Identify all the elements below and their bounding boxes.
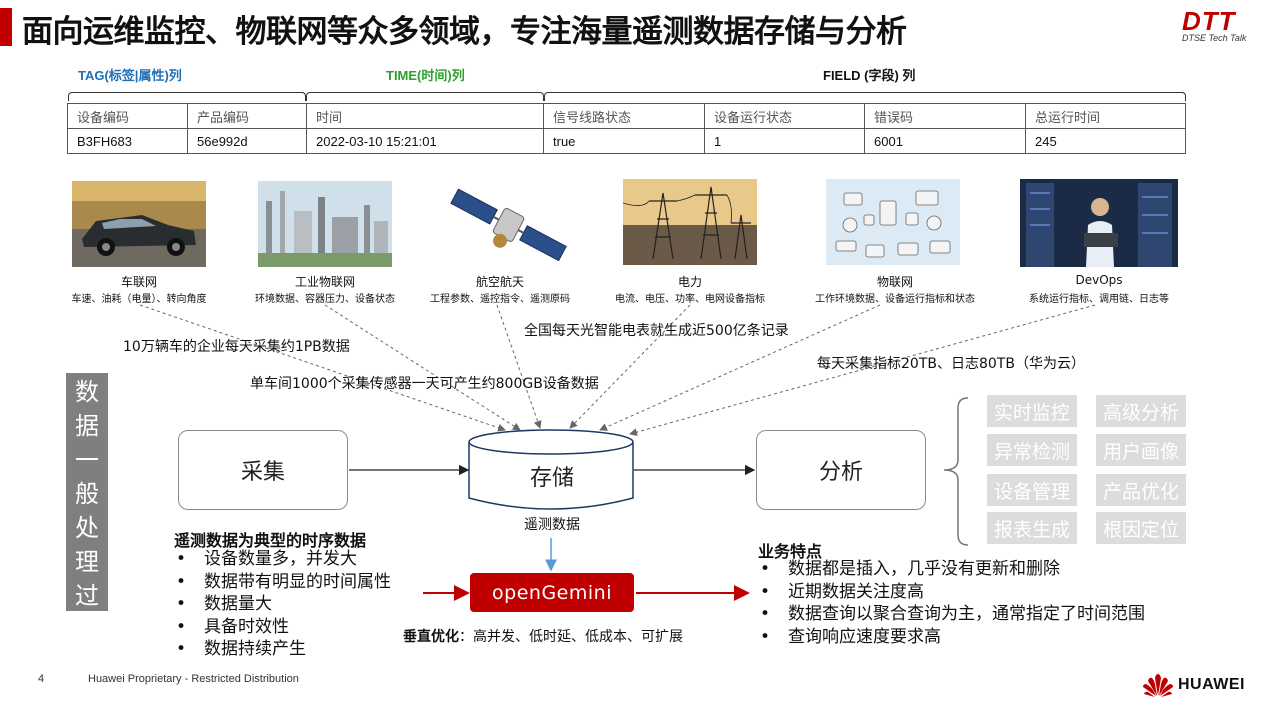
datacenter-photo	[1020, 179, 1178, 267]
collect-box: 采集	[178, 430, 348, 510]
tile-user-profile: 用户画像	[1096, 434, 1186, 466]
process-side-label: 数 据 一 般 处 理 过	[66, 373, 108, 611]
satellite-photo	[442, 181, 576, 267]
huawei-wordmark: HUAWEI	[1178, 676, 1245, 693]
tile-root-cause: 根因定位	[1096, 512, 1186, 544]
storage-caption: 遥测数据	[524, 517, 580, 533]
dtt-logo: DTT DTSE Tech Talk	[1182, 6, 1262, 50]
list-item: 数据查询以聚合查询为主，通常指定了时间范围	[758, 603, 1145, 626]
storage-cylinder	[468, 429, 634, 510]
domain-label: 车联网	[120, 275, 157, 289]
list-item: 数据带有明显的时间属性	[174, 571, 391, 594]
sample-record-table: 设备编码 产品编码 时间 信号线路状态 设备运行状态 错误码 总运行时间 B3F…	[67, 103, 1186, 154]
logo-mark: DTT	[1182, 6, 1236, 36]
domain-label: 工业物联网	[294, 275, 355, 289]
opengemini-box: openGemini	[470, 573, 634, 612]
stat-workshop: 单车间1000个采集传感器一天可产生约800GB设备数据	[250, 376, 599, 392]
list-item: 数据量大	[174, 593, 391, 616]
title-accent-bar	[0, 8, 12, 46]
iot-devices-photo	[826, 179, 960, 265]
factory-photo	[258, 181, 392, 267]
time-column-header: TIME(时间)列	[386, 68, 465, 83]
side-char: 一	[75, 446, 99, 474]
side-char: 据	[75, 412, 99, 440]
tag-column-header: TAG(标签|属性)列	[78, 68, 182, 83]
domain-desc: 电流、电压、功率、电网设备指标	[615, 294, 765, 305]
domain-desc: 车速、油耗（电量）、转向角度	[71, 294, 207, 305]
business-heading: 业务特点	[758, 542, 823, 561]
tile-anomaly-detection: 异常检测	[987, 434, 1077, 466]
table-cell: true	[543, 128, 705, 154]
domain-label: 电力	[677, 275, 702, 289]
huawei-petal-icon	[1143, 674, 1173, 697]
table-cell: 2022-03-10 15:21:01	[306, 128, 544, 154]
domain-desc: 环境数据、容器压力、设备状态	[255, 294, 395, 305]
car-photo	[72, 181, 206, 267]
stat-vehicle: 10万辆车的企业每天采集约1PB数据	[123, 339, 350, 355]
domain-desc: 工程参数、遥控指令、遥测原码	[430, 294, 570, 305]
domain-label: DevOps	[1075, 273, 1123, 287]
table-cell: 6001	[864, 128, 1026, 154]
side-char: 理	[75, 548, 99, 576]
table-row: B3FH683 56e992d 2022-03-10 15:21:01 true…	[67, 128, 1186, 154]
list-item: 数据都是插入，几乎没有更新和删除	[758, 558, 1145, 581]
vertical-opt-label: 垂直优化	[403, 629, 459, 645]
business-list: 数据都是插入，几乎没有更新和删除 近期数据关注度高 数据查询以聚合查询为主，通常…	[758, 558, 1145, 648]
time-brace	[306, 92, 544, 101]
tile-advanced-analytics: 高级分析	[1096, 395, 1186, 427]
domain-label: 航空航天	[475, 275, 524, 289]
table-cell: 56e992d	[187, 128, 307, 154]
domain-desc: 系统运行指标、调用链、日志等	[1029, 294, 1169, 305]
stat-smart-meter: 全国每天光智能电表就生成近500亿条记录	[524, 323, 789, 339]
side-char: 过	[75, 582, 99, 610]
stat-cloud: 每天采集指标20TB、日志80TB（华为云）	[817, 356, 1085, 372]
table-header-cell: 设备编码	[67, 103, 188, 129]
domain-desc: 工作环境数据、设备运行指标和状态	[815, 294, 975, 305]
list-item: 数据持续产生	[174, 638, 391, 661]
list-item: 查询响应速度要求高	[758, 626, 1145, 649]
list-item: 近期数据关注度高	[758, 581, 1145, 604]
timeseries-heading: 遥测数据为典型的时序数据	[174, 531, 367, 550]
table-cell: 245	[1025, 128, 1186, 154]
vertical-optimization: 垂直优化：高并发、低时延、低成本、可扩展	[403, 626, 683, 646]
proprietary-notice: Huawei Proprietary - Restricted Distribu…	[88, 673, 299, 685]
timeseries-list: 设备数量多，并发大 数据带有明显的时间属性 数据量大 具备时效性 数据持续产生	[174, 548, 391, 661]
side-char: 处	[75, 514, 99, 542]
page-number: 4	[38, 673, 45, 685]
domain-label: 物联网	[876, 275, 913, 289]
table-cell: 1	[704, 128, 865, 154]
logo-subtitle: DTSE Tech Talk	[1182, 33, 1247, 43]
list-item: 具备时效性	[174, 616, 391, 639]
table-cell: B3FH683	[67, 128, 188, 154]
list-item: 设备数量多，并发大	[174, 548, 391, 571]
field-brace	[544, 92, 1186, 101]
page-title: 面向运维监控、物联网等众多领域，专注海量遥测数据存储与分析	[22, 14, 907, 50]
table-header-cell: 总运行时间	[1025, 103, 1186, 129]
vertical-opt-text: ：高并发、低时延、低成本、可扩展	[459, 629, 683, 645]
tile-realtime-monitoring: 实时监控	[987, 395, 1077, 427]
table-header-cell: 信号线路状态	[543, 103, 705, 129]
huawei-logo: HUAWEI	[1142, 671, 1262, 699]
tile-device-management: 设备管理	[987, 474, 1077, 506]
tile-report-generation: 报表生成	[987, 512, 1077, 544]
power-tower-photo	[623, 179, 757, 265]
tag-brace	[68, 92, 306, 101]
storage-label: 存储	[529, 466, 574, 491]
tile-product-optimization: 产品优化	[1096, 474, 1186, 506]
side-char: 般	[75, 480, 99, 508]
side-char: 数	[75, 378, 99, 406]
analyze-box: 分析	[756, 430, 926, 510]
field-column-header: FIELD (字段) 列	[823, 68, 916, 83]
